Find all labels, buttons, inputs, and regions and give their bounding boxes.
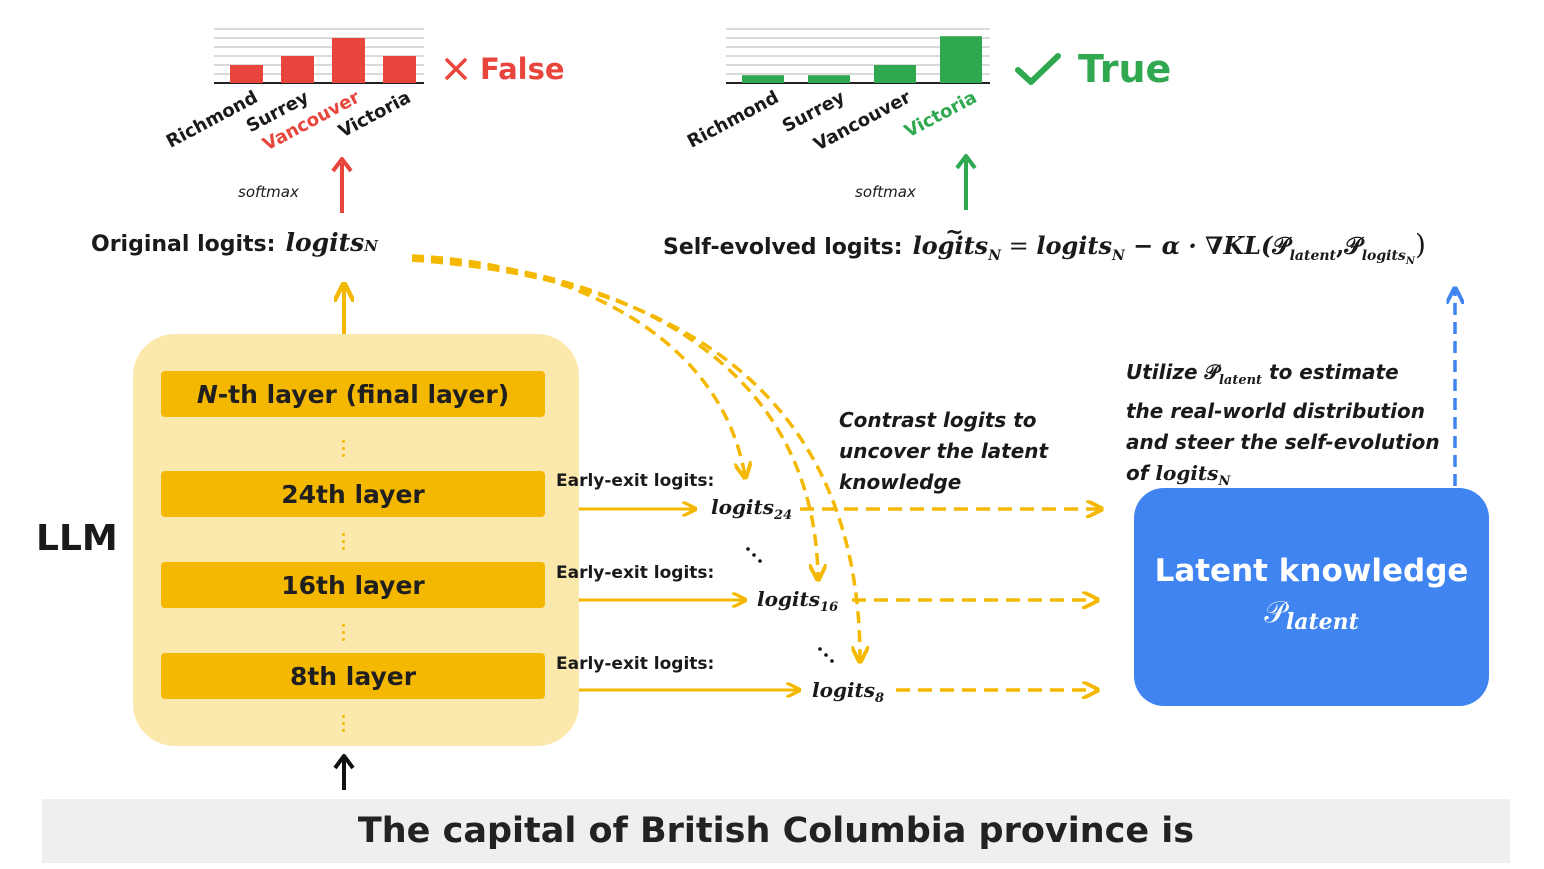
- bar-victoria: [383, 56, 416, 83]
- self-evolved-label: Self-evolved logits:: [663, 235, 903, 260]
- utilize-text: Utilize 𝒫latent to estimate the real-wor…: [1126, 360, 1440, 489]
- bar-vancouver: [332, 38, 365, 83]
- early-exit-label-8: Early-exit logits:: [556, 654, 715, 674]
- check-icon: [1015, 53, 1061, 85]
- self-evolved-formula: ~ logitsN = logitsN − α · ∇KL(𝒫latent,𝒫l…: [912, 219, 1426, 267]
- diag-dots-1: [746, 547, 762, 563]
- logits-16: logits16: [757, 587, 839, 615]
- contrast-curve-16: [411, 256, 818, 578]
- early-exit-label-24: Early-exit logits:: [556, 471, 715, 491]
- left-softmax-arrow: [331, 157, 353, 213]
- self-evolved-logits: Self-evolved logits: ~ logitsN = logitsN…: [663, 219, 1426, 268]
- right-verdict: True: [1014, 46, 1171, 92]
- llm-label: LLM: [36, 518, 118, 559]
- bar-vancouver: [874, 65, 916, 83]
- right-softmax-arrow: [955, 154, 977, 210]
- contrast-text: Contrast logits to uncover the latent kn…: [839, 408, 1049, 494]
- tilde-mark: ~: [945, 219, 964, 245]
- vdots-1: [342, 440, 348, 461]
- layer-24: 24th layer: [161, 471, 545, 517]
- layer-8: 8th layer: [161, 653, 545, 699]
- vdots-2: [342, 533, 348, 554]
- layer-final-label: -th layer (final layer): [217, 379, 510, 409]
- latent-knowledge-p: 𝒫latent: [1264, 595, 1359, 635]
- logits-8: logits8: [812, 678, 885, 706]
- left-softmax-label: softmax: [238, 183, 299, 201]
- bar-surrey: [808, 75, 850, 83]
- bar-victoria: [940, 36, 982, 83]
- prompt-bar: The capital of British Columbia province…: [42, 799, 1510, 863]
- true-label: True: [1078, 47, 1172, 91]
- layer-final-n: N: [196, 379, 218, 409]
- early-exit-label-16: Early-exit logits:: [556, 563, 715, 583]
- logits-24: logits24: [711, 495, 793, 523]
- contrast-curve-8: [411, 258, 860, 660]
- bar-richmond: [742, 75, 784, 83]
- bar-richmond: [230, 65, 263, 83]
- original-logits-sub: N: [364, 237, 378, 255]
- bar-surrey: [281, 56, 314, 83]
- prompt-text: The capital of British Columbia province…: [357, 811, 1195, 851]
- latent-knowledge-box: Latent knowledge 𝒫latent: [1134, 488, 1489, 706]
- cross-icon: [445, 58, 467, 80]
- left-verdict: False: [444, 50, 565, 88]
- original-logits-label: Original logits:: [91, 232, 276, 257]
- latent-knowledge-title: Latent knowledge: [1154, 553, 1469, 589]
- vdots-3: [342, 624, 348, 645]
- layer-final: N-th layer (final layer): [161, 371, 545, 417]
- vdots-4: [342, 715, 348, 736]
- right-softmax-label: softmax: [855, 183, 916, 201]
- diag-dots-2: [818, 647, 834, 663]
- original-logits-var: logits: [285, 228, 365, 257]
- false-label: False: [480, 52, 565, 86]
- layer-16: 16th layer: [161, 562, 545, 608]
